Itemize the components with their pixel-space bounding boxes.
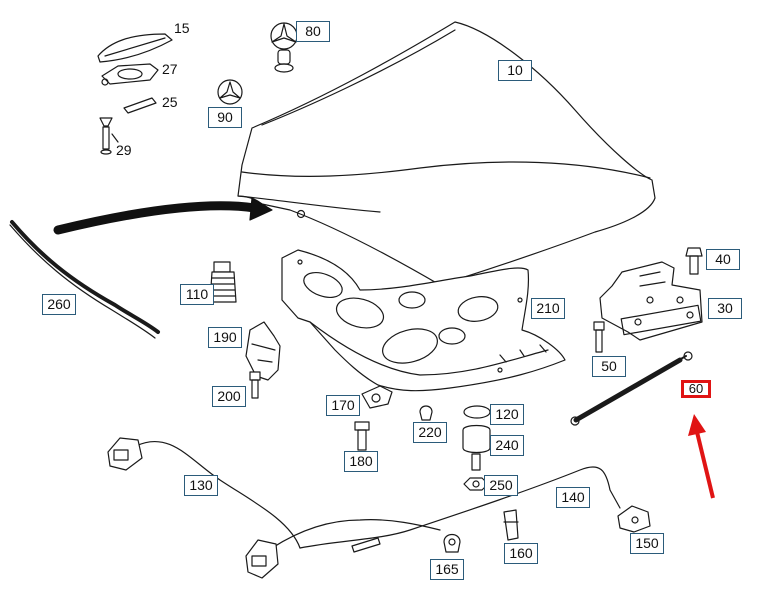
highlight-arrow	[688, 414, 715, 499]
hood-lock	[599, 261, 703, 341]
label-150: 150	[630, 533, 664, 554]
label-50: 50	[592, 356, 626, 377]
cable-handle-bottom	[245, 539, 279, 579]
part-50	[593, 321, 605, 353]
label-29: 29	[116, 142, 132, 158]
hood-panel	[237, 21, 656, 286]
part-160	[503, 509, 519, 541]
part-120	[463, 405, 491, 419]
pointer-arrow	[53, 197, 273, 235]
label-130: 130	[184, 475, 218, 496]
emblem-base	[217, 79, 243, 105]
part-150	[617, 505, 651, 533]
part-25	[123, 97, 157, 114]
label-30: 30	[708, 298, 742, 319]
part-220	[419, 405, 433, 421]
seal-strip	[9, 220, 160, 339]
label-90: 90	[208, 107, 242, 128]
label-250: 250	[484, 475, 518, 496]
label-27: 27	[162, 61, 178, 77]
label-240: 240	[490, 435, 524, 456]
label-40: 40	[706, 249, 740, 270]
part-40	[685, 247, 703, 275]
label-80: 80	[296, 21, 330, 42]
label-210: 210	[531, 298, 565, 319]
label-110: 110	[180, 284, 214, 305]
cable-connector	[351, 537, 381, 553]
part-15	[97, 33, 173, 63]
part-170	[361, 385, 393, 409]
label-140: 140	[556, 487, 590, 508]
label-260: 260	[42, 294, 76, 315]
label-15: 15	[174, 20, 190, 36]
label-200: 200	[212, 386, 246, 407]
label-120: 120	[490, 404, 524, 425]
label-220: 220	[413, 422, 447, 443]
label-25: 25	[162, 94, 178, 110]
gas-strut	[570, 351, 693, 426]
part-27	[101, 63, 159, 86]
release-cable	[135, 440, 621, 549]
label-60-highlighted: 60	[681, 380, 711, 398]
label-170: 170	[326, 395, 360, 416]
part-110	[209, 261, 237, 303]
label-180: 180	[344, 451, 378, 472]
part-165	[443, 533, 461, 553]
part-190	[245, 321, 281, 381]
label-165: 165	[430, 559, 464, 580]
label-10: 10	[498, 60, 532, 81]
part-180	[354, 421, 370, 451]
part-29	[99, 117, 119, 155]
hood-inner-frame	[281, 249, 566, 392]
label-190: 190	[208, 327, 242, 348]
cable-handle-top	[107, 437, 143, 471]
part-240	[462, 424, 491, 471]
label-160: 160	[504, 543, 538, 564]
emblem-star	[270, 22, 298, 73]
part-200	[249, 371, 261, 399]
